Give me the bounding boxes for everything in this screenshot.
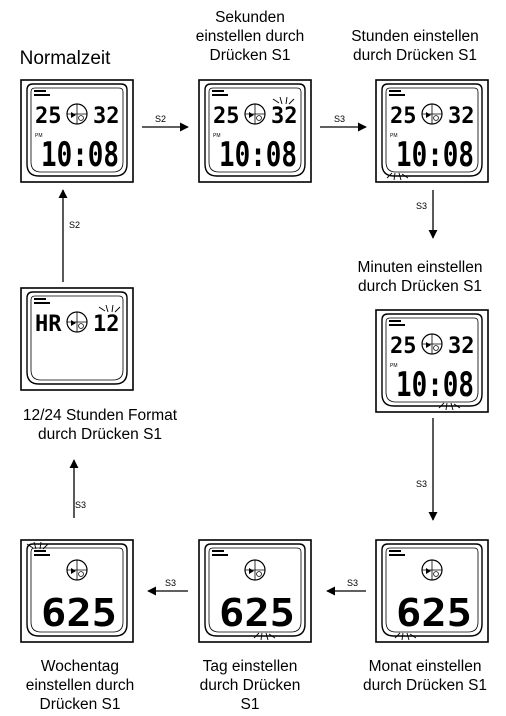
svg-text:32: 32 bbox=[448, 334, 475, 359]
screen-normalzeit: 25 32 PM 10:08 bbox=[20, 79, 134, 183]
arrow-label-s3-right-2: S3 bbox=[416, 479, 428, 489]
caption-wochentag: Wochentag einstellen durch Drücken S1 bbox=[25, 658, 135, 713]
arrow-label-s3-top: S3 bbox=[334, 114, 346, 124]
svg-text:PM: PM bbox=[390, 363, 398, 369]
svg-text:10:08: 10:08 bbox=[396, 135, 474, 175]
caption-sekunden: Sekunden einstellen durch Drücken S1 bbox=[195, 9, 305, 64]
svg-text:625: 625 bbox=[219, 591, 295, 635]
arrow-label-s2-top: S2 bbox=[155, 114, 167, 124]
format-value: 12 bbox=[93, 312, 120, 337]
screen-tag: 625 bbox=[198, 539, 312, 643]
svg-text:PM: PM bbox=[390, 133, 398, 139]
pm-indicator: PM bbox=[35, 133, 43, 139]
caption-minuten: Minuten einstellen durch Drücken S1 bbox=[357, 259, 483, 295]
arrow-label-s3-bottom-1: S3 bbox=[347, 578, 359, 588]
date-main-display: 625 bbox=[396, 591, 472, 635]
screen-stunden: 25 32 PM 10:08 bbox=[375, 79, 489, 183]
svg-text:625: 625 bbox=[41, 591, 117, 635]
time-main-display: 10:08 bbox=[41, 135, 119, 175]
caption-monat: Monat einstellen durch Drücken S1 bbox=[362, 658, 488, 694]
seconds-right-value: 32 bbox=[93, 104, 120, 129]
svg-text:PM: PM bbox=[213, 133, 221, 139]
arrow-label-s3-right-1: S3 bbox=[416, 201, 428, 211]
screen-monat: 625 bbox=[375, 539, 489, 643]
svg-text:10:08: 10:08 bbox=[219, 135, 297, 175]
screen-format: HR 12 bbox=[20, 287, 134, 391]
caption-stunden: Stunden einstellen durch Drücken S1 bbox=[351, 28, 479, 64]
arrow-label-s3-left: S3 bbox=[75, 500, 87, 510]
format-hr-label: HR bbox=[35, 312, 62, 337]
svg-text:25: 25 bbox=[213, 104, 240, 129]
caption-format: 12/24 Stunden Format durch Drücken S1 bbox=[22, 407, 178, 443]
screen-wochentag: 625 bbox=[20, 539, 134, 643]
screen-minuten: 25 32 PM 10:08 bbox=[375, 309, 489, 413]
svg-text:32: 32 bbox=[448, 104, 475, 129]
caption-normalzeit: Normalzeit bbox=[19, 48, 111, 69]
dial-icon bbox=[66, 103, 88, 125]
seconds-left-value: 25 bbox=[35, 104, 62, 129]
svg-text:25: 25 bbox=[390, 334, 417, 359]
arrow-label-s2-left: S2 bbox=[69, 220, 81, 230]
arrow-label-s3-bottom-2: S3 bbox=[165, 578, 177, 588]
caption-tag: Tag einstellen durch Drücken S1 bbox=[199, 658, 301, 713]
screen-sekunden: 25 32 PM 10:08 bbox=[198, 79, 312, 183]
svg-text:25: 25 bbox=[390, 104, 417, 129]
svg-text:10:08: 10:08 bbox=[396, 365, 474, 405]
svg-text:32: 32 bbox=[271, 104, 298, 129]
